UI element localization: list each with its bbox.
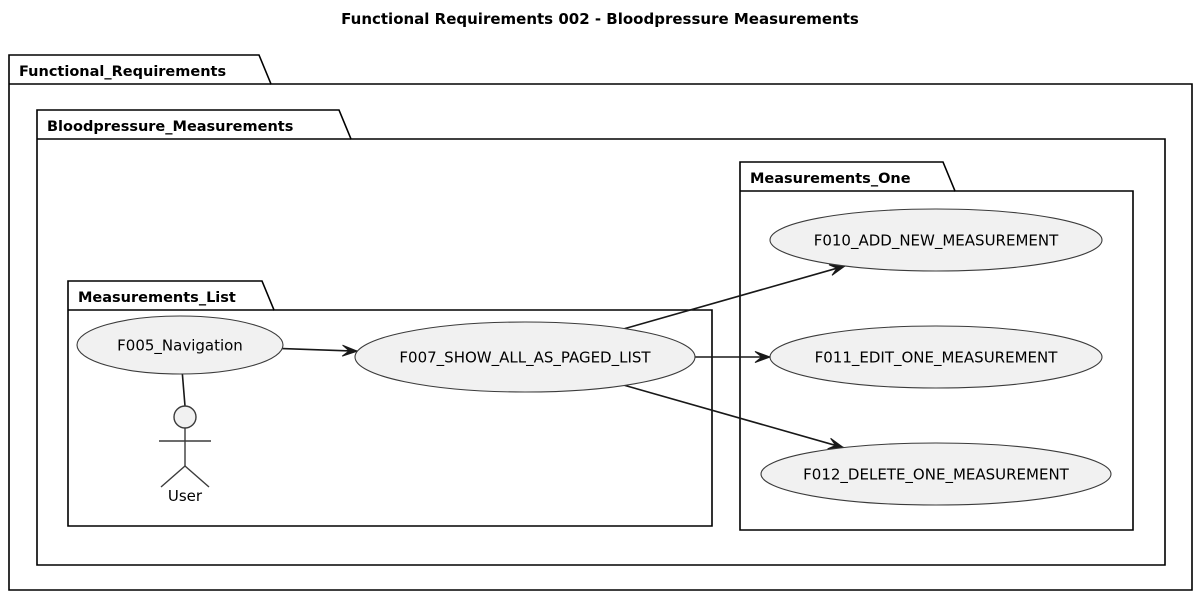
usecase-ellipse [354,321,696,393]
usecase-label: F005_Navigation [117,337,243,356]
package-label: Bloodpressure_Measurements [47,119,293,135]
actor-head-icon [173,405,197,429]
usecase-f010-add-new-measurement[interactable]: F010_ADD_NEW_MEASUREMENT [769,208,1103,272]
actor-right-leg-icon [184,465,210,488]
package-label: Measurements_List [78,290,236,306]
link-user-to-f005[interactable] [181,373,186,407]
usecase-f012-delete-one-measurement[interactable]: F012_DELETE_ONE_MEASUREMENT [760,442,1112,506]
usecase-f011-edit-one-measurement[interactable]: F011_EDIT_ONE_MEASUREMENT [769,325,1103,389]
link-arrowhead [754,351,772,363]
usecase-label: F011_EDIT_ONE_MEASUREMENT [815,349,1059,368]
links-layer [181,264,847,450]
page-title: Functional Requirements 002 - Bloodpress… [341,10,859,28]
link-f007-to-f011[interactable] [695,351,772,363]
usecase-ellipse [769,325,1103,389]
link-arrowhead [341,344,359,357]
actor-user[interactable]: User [159,405,211,505]
link-line [181,373,186,407]
link-arrowhead [828,264,847,276]
actor-label: User [168,487,203,505]
link-line [282,347,358,352]
usecase-ellipse [760,442,1112,506]
usecase-label: F012_DELETE_ONE_MEASUREMENT [803,466,1069,485]
package-label: Functional_Requirements [19,64,226,80]
usecases-layer: F005_NavigationF007_SHOW_ALL_AS_PAGED_LI… [76,208,1112,506]
usecase-label: F007_SHOW_ALL_AS_PAGED_LIST [399,349,651,368]
actors-layer: User [159,405,211,505]
package-label: Measurements_One [750,171,911,187]
link-f005-to-f007[interactable] [282,344,359,357]
actor-left-leg-icon [160,465,186,488]
usecase-f005-navigation[interactable]: F005_Navigation [76,315,284,375]
usecase-f007-show-all-as-paged-list[interactable]: F007_SHOW_ALL_AS_PAGED_LIST [354,321,696,393]
usecase-label: F010_ADD_NEW_MEASUREMENT [814,232,1059,251]
link-line [624,384,844,449]
usecase-ellipse [76,315,284,375]
link-line [624,265,846,330]
link-f007-to-f010[interactable] [624,264,847,330]
usecase-ellipse [769,208,1103,272]
